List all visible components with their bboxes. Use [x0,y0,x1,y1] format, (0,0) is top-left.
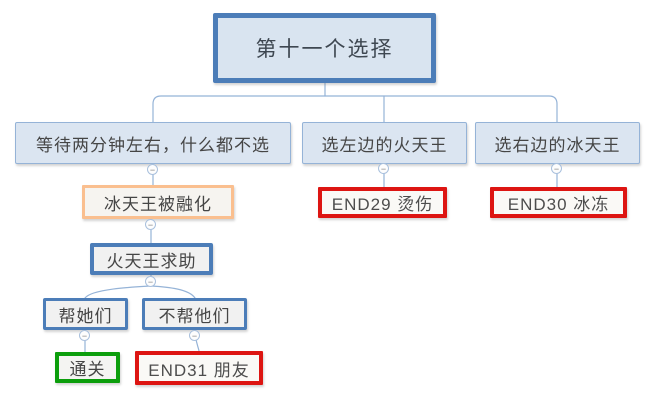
node-end29-burn[interactable]: END29 烫伤 [318,187,447,218]
node-choose-fire-king[interactable]: 选左边的火天王 [302,122,467,164]
collapse-toggle-melted[interactable]: − [145,219,156,230]
node-not-help-them[interactable]: 不帮他们 [142,298,247,330]
connector-wishbone-left [84,285,152,299]
collapse-toggle-fire-help[interactable]: − [145,276,156,287]
connector-top-bracket [152,95,558,123]
collapse-toggle-ice[interactable]: − [551,163,562,174]
node-ice-king-melted[interactable]: 冰天王被融化 [82,185,234,219]
collapse-toggle-fire[interactable]: − [378,163,389,174]
node-wait-two-minutes[interactable]: 等待两分钟左右，什么都不选 [15,122,291,164]
connector-wishbone-right [150,285,196,299]
collapse-toggle-not-help-them[interactable]: − [189,330,200,341]
node-end30-frozen[interactable]: END30 冰冻 [490,187,627,218]
node-choose-ice-king[interactable]: 选右边的冰天王 [475,122,640,164]
node-pass-clear[interactable]: 通关 [55,352,120,383]
node-help-them[interactable]: 帮她们 [43,298,128,330]
collapse-toggle-help-them[interactable]: − [79,330,90,341]
node-end31-friend[interactable]: END31 朋友 [135,351,263,385]
node-root-choice-11[interactable]: 第十一个选择 [213,13,436,83]
collapse-toggle-wait[interactable]: − [147,164,158,175]
node-fire-king-asks-help[interactable]: 火天王求助 [90,243,213,275]
